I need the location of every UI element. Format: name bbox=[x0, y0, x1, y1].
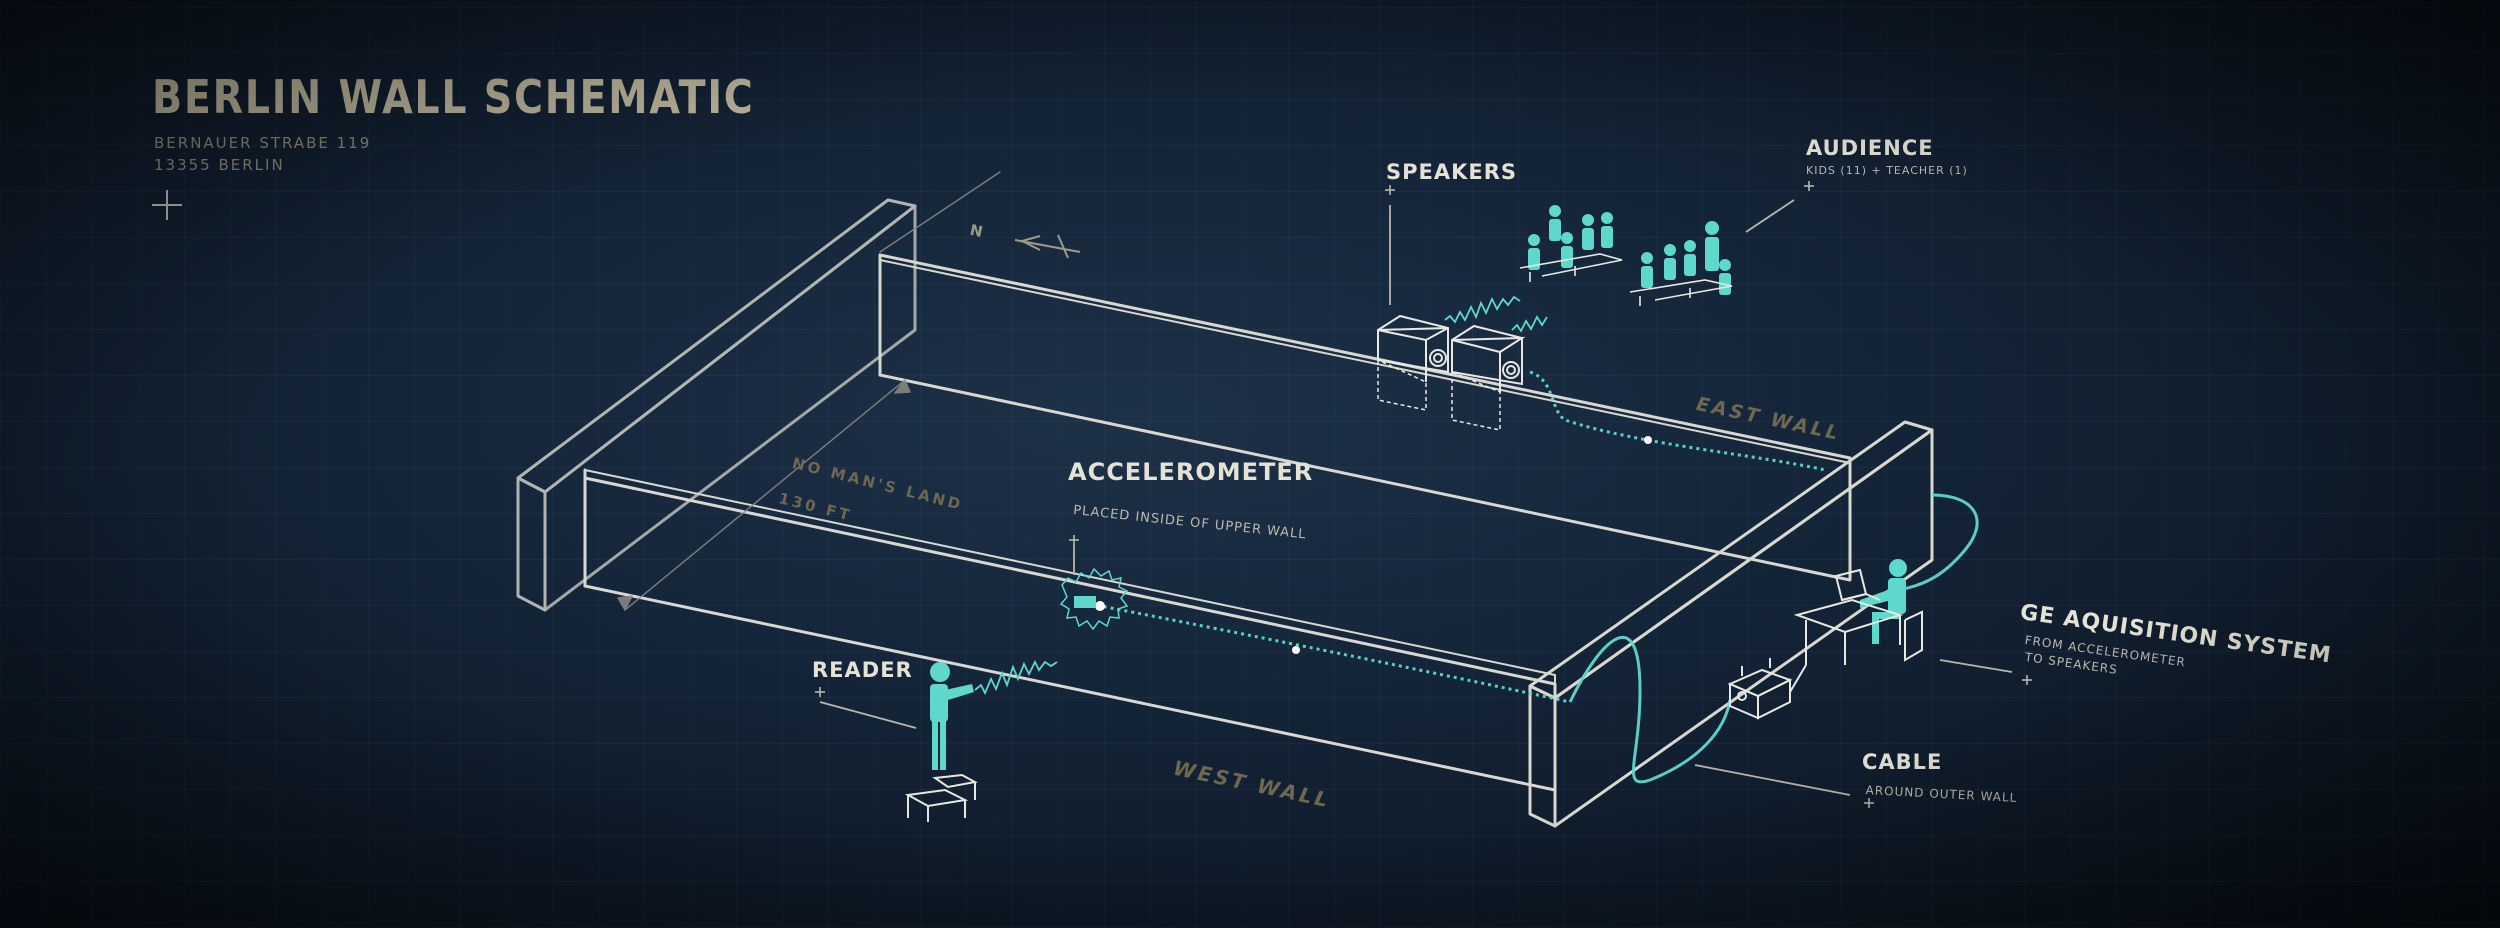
audience-label: AUDIENCE bbox=[1806, 136, 1934, 160]
speaker-wave-2 bbox=[1511, 315, 1548, 333]
accelerometer-label: ACCELEROMETER bbox=[1068, 458, 1314, 486]
audience-sub: KIDS (11) + TEACHER (1) bbox=[1806, 164, 1968, 177]
amplifier-icon bbox=[1727, 620, 1807, 720]
cable-label: CABLE bbox=[1862, 750, 1943, 774]
reader-label: READER bbox=[812, 658, 913, 682]
audience-group bbox=[1519, 205, 1733, 306]
reader-person-icon bbox=[930, 662, 974, 770]
address-line-2: 13355 BERLIN bbox=[154, 156, 285, 174]
speaker-wave bbox=[1444, 295, 1521, 324]
speakers-label: SPEAKERS bbox=[1386, 160, 1518, 184]
north-arrow-icon bbox=[1014, 234, 1081, 259]
callout-leaders bbox=[819, 199, 2013, 796]
east-wall bbox=[878, 253, 1852, 582]
address-line-1: BERNAUER STRABE 119 bbox=[154, 134, 372, 152]
page-title: BERLIN WALL SCHEMATIC bbox=[152, 70, 755, 124]
west-wall bbox=[583, 468, 1557, 792]
step-stool-icon bbox=[904, 773, 978, 822]
north-end-wall bbox=[516, 198, 917, 612]
